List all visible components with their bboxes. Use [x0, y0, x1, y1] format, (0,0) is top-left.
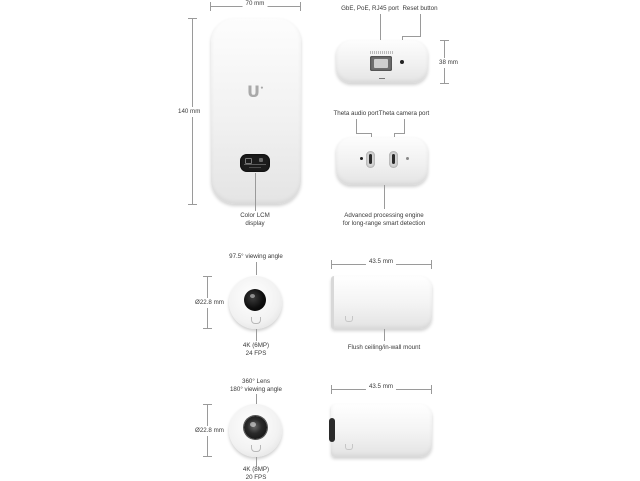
cam2-front-body [229, 404, 282, 457]
audio-port-slot [369, 154, 372, 164]
audio-callout-line-h [356, 133, 372, 134]
audio-callout-line-v [356, 119, 357, 133]
lcm-label-line2: display [240, 220, 270, 228]
rj45-port[interactable] [370, 56, 392, 71]
cam1-diameter-label: Ø22.8 mm [195, 298, 224, 308]
cam1-res-label: 4K (6MP) 24 FPS [243, 342, 269, 357]
theta-audio-port[interactable] [366, 151, 375, 168]
cam2-lens-line2: 180° viewing angle [230, 386, 282, 394]
cam1-logo-icon [251, 317, 261, 324]
cam1-front-body [229, 276, 282, 329]
cam2-length-label: 43.5 mm [366, 383, 396, 391]
cam1-diameter-tick-bottom [203, 328, 212, 329]
cam1-side-rim [331, 276, 334, 329]
hub-width-tick-right [300, 2, 301, 11]
cam2-diameter-tick-top [203, 404, 212, 405]
lcm-label-line1: Color LCM [240, 212, 270, 220]
cam1-length-label: 43.5 mm [366, 258, 396, 266]
processing-engine-label: Advanced processing engine for long-rang… [343, 212, 426, 227]
reset-button[interactable] [400, 60, 404, 64]
cam2-lens-glint [250, 422, 256, 427]
hub-bottom-view-body [336, 137, 428, 185]
cam2-side-logo-icon [345, 444, 353, 450]
hub-width-label: 70 mm [243, 0, 268, 8]
cam1-res-line2: 24 FPS [243, 350, 269, 358]
hub-height-tick-bottom [188, 204, 197, 205]
gbe-port-label: GbE, PoE, RJ45 port [341, 5, 399, 13]
cam1-mount-callout [384, 329, 385, 341]
hub-width-tick-left [210, 2, 211, 11]
display-text-bar [244, 164, 266, 165]
cam2-res-label: 4K (8MP) 20 FPS [243, 466, 269, 481]
hub-top-view-body [336, 40, 428, 83]
cam2-lens [244, 416, 267, 439]
cam1-length-tick-left [331, 260, 332, 269]
theta-audio-port-label: Theta audio port [333, 110, 378, 118]
engine-label-line2: for long-range smart detection [343, 220, 426, 228]
vent-strip [370, 51, 394, 54]
depth-tick-top [440, 40, 449, 41]
lcm-label: Color LCM display [240, 212, 270, 227]
depth-label: 38 mm [439, 58, 458, 68]
reset-button-label: Reset button [402, 5, 437, 13]
cam2-lens-line1: 360° Lens [230, 378, 282, 386]
reset-callout-line-h [402, 36, 421, 37]
cam2-lens-callout [256, 394, 257, 404]
cam1-angle-callout [256, 262, 257, 275]
cam2-res-line1: 4K (8MP) [243, 466, 269, 474]
cam2-length-tick-left [331, 385, 332, 394]
engine-label-line1: Advanced processing engine [343, 212, 426, 220]
lcm-display [240, 154, 270, 172]
cam1-diameter-tick-top [203, 276, 212, 277]
cam1-mount-label: Flush ceiling/in-wall mount [348, 344, 421, 352]
cam2-side-body [331, 404, 432, 457]
rj45-port-socket [374, 59, 388, 68]
cam1-lens [244, 289, 266, 311]
camera-callout-line-h [394, 133, 405, 134]
hub-height-label: 140 mm [178, 107, 200, 117]
cam1-angle-label: 97.5° viewing angle [229, 253, 283, 261]
hub-height-tick-top [188, 18, 197, 19]
reset-callout-line-v [420, 14, 421, 36]
engine-callout-line [384, 185, 385, 209]
bottom-side-dot [406, 157, 409, 160]
theta-camera-port-label: Theta camera port [379, 110, 430, 118]
status-led [379, 78, 385, 79]
theta-camera-port[interactable] [389, 151, 398, 168]
hub-front-body: U• [211, 18, 301, 204]
cam2-lens-label: 360° Lens 180° viewing angle [230, 378, 282, 393]
cam2-side-lens-dome [329, 418, 335, 442]
cam1-lens-glint [250, 294, 255, 298]
cam2-logo-icon [251, 445, 261, 452]
ubiquiti-logo: U• [247, 84, 263, 100]
lcm-callout-line [255, 173, 256, 211]
bottom-indicator-dot [360, 157, 363, 160]
cam1-length-tick-right [431, 260, 432, 269]
cam2-diameter-label: Ø22.8 mm [195, 426, 224, 436]
depth-tick-bottom [440, 83, 449, 84]
display-text-bar-2 [249, 167, 261, 168]
cam1-side-body [331, 276, 432, 329]
camera-port-slot [392, 154, 395, 164]
cam2-length-tick-right [431, 385, 432, 394]
camera-callout-line-v [404, 119, 405, 133]
display-status-icon [259, 158, 263, 162]
cam1-side-logo-icon [345, 316, 353, 322]
cam2-diameter-tick-bottom [203, 456, 212, 457]
cam1-res-line1: 4K (6MP) [243, 342, 269, 350]
cam1-res-callout [256, 329, 257, 341]
